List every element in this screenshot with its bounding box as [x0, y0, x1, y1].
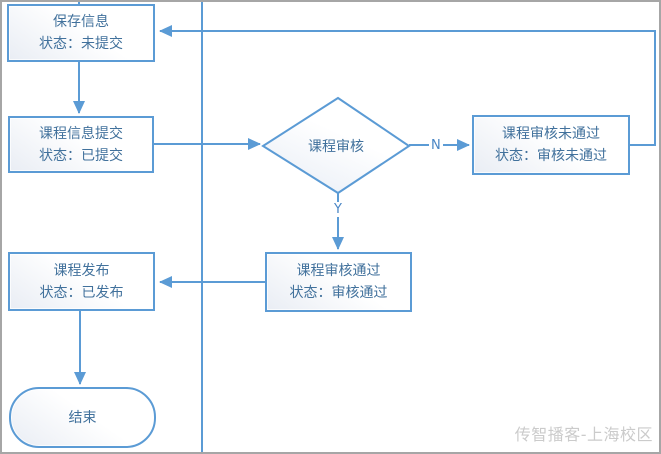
node-end-terminator: 结束	[9, 387, 156, 448]
branch-label-yes: Y	[332, 202, 344, 217]
node-review-failed-title: 课程审核未通过	[502, 126, 600, 142]
node-save-info: 保存信息 状态：未提交	[7, 4, 155, 62]
node-review-passed: 课程审核通过 状态：审核通过	[265, 252, 412, 312]
node-course-publish-status: 状态：已发布	[39, 284, 124, 301]
node-course-publish: 课程发布 状态：已发布	[8, 252, 155, 311]
node-course-submit-status: 状态：已提交	[39, 147, 123, 164]
node-review-failed: 课程审核未通过 状态：审核未通过	[472, 115, 630, 175]
branch-label-no: N	[429, 138, 443, 153]
node-save-info-title: 保存信息	[53, 14, 109, 30]
node-end-label: 结束	[68, 409, 97, 426]
node-course-submit: 课程信息提交 状态：已提交	[8, 116, 154, 173]
node-review-passed-title: 课程审核通过	[296, 263, 381, 279]
node-review-failed-status: 状态：审核未通过	[495, 148, 607, 164]
node-review-passed-status: 状态：审核通过	[289, 285, 388, 301]
node-save-info-status: 状态：未提交	[39, 36, 123, 52]
connector-fail-to-save-loop	[159, 25, 656, 146]
decision-diamond-shape	[261, 96, 411, 195]
watermark-text: 传智播客-上海校区	[514, 425, 653, 444]
node-course-submit-title: 课程信息提交	[39, 125, 123, 142]
node-course-publish-title: 课程发布	[53, 262, 110, 279]
